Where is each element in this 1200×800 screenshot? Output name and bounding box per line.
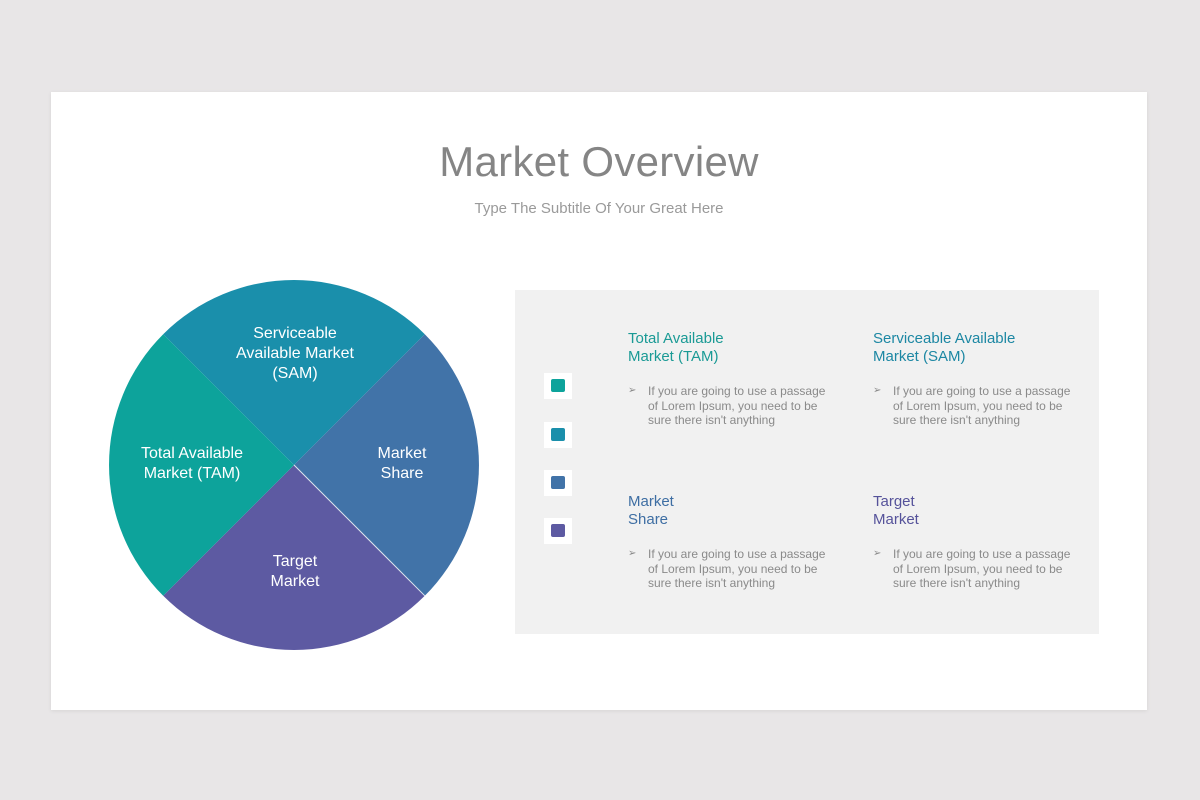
square-icon bbox=[551, 428, 565, 441]
slide-title: Market Overview bbox=[439, 138, 759, 185]
pie-label-share: Market Share bbox=[378, 444, 427, 484]
square-icon bbox=[551, 524, 565, 537]
pie-label-line: Available Market bbox=[236, 345, 354, 362]
arrowhead-bullet-icon: ➢ bbox=[873, 548, 882, 559]
pie-label-line: Share bbox=[380, 465, 424, 482]
pie-svg bbox=[109, 280, 479, 650]
item-body-text: If you are going to use a passage of Lor… bbox=[648, 384, 826, 428]
item-title: Market Share bbox=[628, 493, 838, 529]
pie-label-line: Serviceable bbox=[253, 325, 337, 342]
item-title-line: Serviceable Available bbox=[873, 330, 1016, 347]
item-title-line: Market (TAM) bbox=[628, 348, 719, 365]
pie-slice-tam bbox=[109, 334, 294, 596]
item-title-line: Target bbox=[873, 493, 915, 510]
item-body: ➢ If you are going to use a passage of L… bbox=[628, 547, 838, 591]
market-pie-chart: Serviceable Available Market (SAM) Marke… bbox=[108, 279, 480, 651]
pie-label-target: Target Market bbox=[271, 552, 320, 592]
item-title-line: Total Available bbox=[628, 330, 724, 347]
swatch-tam bbox=[544, 373, 572, 399]
arrowhead-bullet-icon: ➢ bbox=[628, 385, 637, 396]
pie-label-line: Market bbox=[377, 445, 427, 462]
item-body: ➢ If you are going to use a passage of L… bbox=[628, 384, 838, 428]
swatch-share bbox=[544, 470, 572, 496]
pie-label-tam: Total Available Market (TAM) bbox=[141, 444, 243, 484]
pie-slice-sam bbox=[163, 280, 425, 465]
arrowhead-bullet-icon: ➢ bbox=[873, 385, 882, 396]
item-title-line: Market (SAM) bbox=[873, 348, 966, 365]
item-body-text: If you are going to use a passage of Lor… bbox=[893, 547, 1071, 591]
item-title: Serviceable Available Market (SAM) bbox=[873, 330, 1083, 366]
item-body-text: If you are going to use a passage of Lor… bbox=[648, 547, 826, 591]
item-tam: Total Available Market (TAM) ➢ If you ar… bbox=[628, 330, 838, 428]
pie-label-sam: Serviceable Available Market (SAM) bbox=[236, 324, 354, 384]
item-title: Target Market bbox=[873, 493, 1083, 529]
item-title-line: Market bbox=[873, 511, 919, 528]
arrowhead-bullet-icon: ➢ bbox=[628, 548, 637, 559]
pie-label-line: Target bbox=[272, 553, 318, 570]
item-sam: Serviceable Available Market (SAM) ➢ If … bbox=[873, 330, 1083, 428]
swatch-target bbox=[544, 518, 572, 544]
item-body: ➢ If you are going to use a passage of L… bbox=[873, 384, 1083, 428]
item-title: Total Available Market (TAM) bbox=[628, 330, 838, 366]
square-icon bbox=[551, 476, 565, 489]
pie-divider bbox=[293, 464, 426, 597]
item-title-line: Market bbox=[628, 493, 674, 510]
pie-label-line: Market bbox=[270, 573, 320, 590]
square-icon bbox=[551, 379, 565, 392]
item-title-line: Share bbox=[628, 511, 669, 528]
item-body-text: If you are going to use a passage of Lor… bbox=[893, 384, 1071, 428]
pie-label-line: Total Available bbox=[141, 445, 243, 462]
item-share: Market Share ➢ If you are going to use a… bbox=[628, 493, 838, 591]
legend-panel: Total Available Market (TAM) ➢ If you ar… bbox=[515, 290, 1099, 634]
slide: Market Overview Type The Subtitle Of You… bbox=[51, 92, 1147, 710]
slide-subtitle: Type The Subtitle Of Your Great Here bbox=[474, 200, 724, 217]
item-target: Target Market ➢ If you are going to use … bbox=[873, 493, 1083, 591]
swatch-sam bbox=[544, 422, 572, 448]
pie-label-line: (SAM) bbox=[272, 365, 318, 382]
item-body: ➢ If you are going to use a passage of L… bbox=[873, 547, 1083, 591]
pie-label-line: Market (TAM) bbox=[143, 465, 241, 482]
pie-slice-target bbox=[163, 465, 425, 650]
pie-slice-share bbox=[294, 334, 479, 596]
